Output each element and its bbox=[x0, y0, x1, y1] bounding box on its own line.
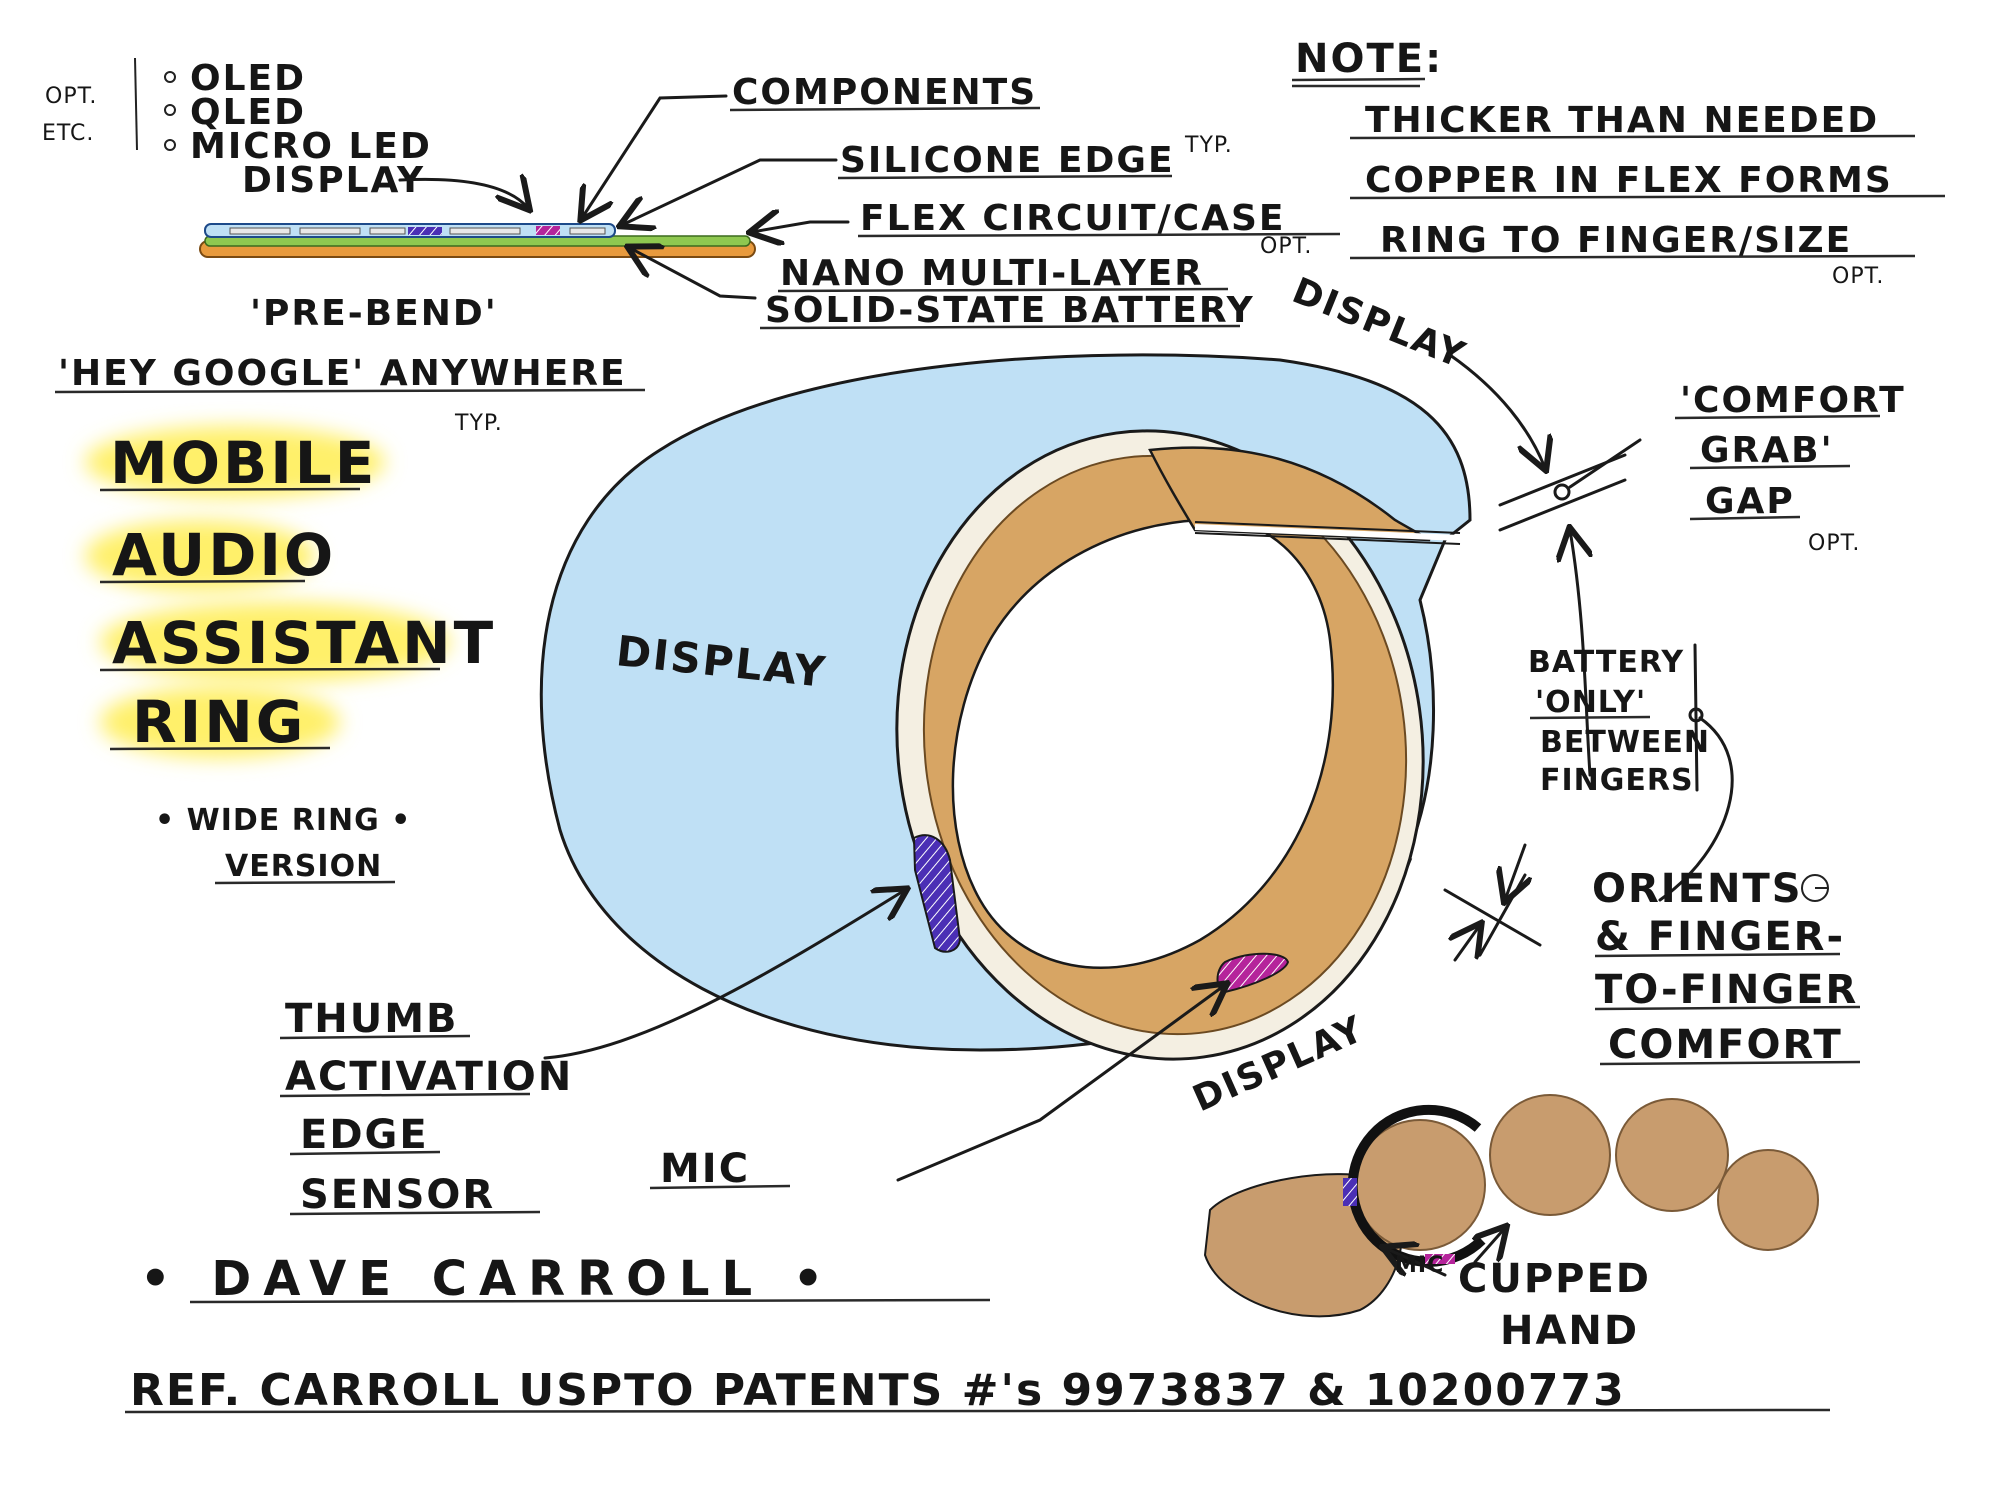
comfort-label-2: GRAB' bbox=[1700, 430, 1834, 471]
battery-only-2: 'ONLY' bbox=[1535, 685, 1646, 720]
hey-google-label: 'HEY GOOGLE' ANYWHERE bbox=[58, 353, 627, 394]
etc-side-note: ETC. bbox=[42, 121, 94, 146]
gap-dimension-line bbox=[1498, 478, 1627, 532]
orients-label-3: TO-FINGER bbox=[1595, 967, 1858, 1013]
note-title: NOTE: bbox=[1295, 36, 1443, 82]
comfort-gap-flap bbox=[1148, 446, 1431, 542]
sensor-component bbox=[408, 227, 442, 235]
mic-component bbox=[536, 226, 560, 235]
title-assistant: ASSISTANT bbox=[112, 609, 496, 677]
options-bracket bbox=[134, 57, 138, 151]
battery-label-line2: SOLID-STATE BATTERY bbox=[765, 290, 1255, 331]
flex-circuit-label: FLEX CIRCUIT/CASE bbox=[860, 198, 1286, 239]
note-opt: OPT. bbox=[1832, 264, 1884, 289]
battery-leader bbox=[630, 248, 757, 300]
bullet-icon bbox=[164, 139, 176, 151]
lower-gap-dimension bbox=[1443, 888, 1542, 947]
display-top-right-arrow bbox=[1448, 353, 1545, 468]
battery-bracket bbox=[1693, 643, 1699, 792]
battery-marker-icon bbox=[1688, 707, 1704, 723]
note-line-1: THICKER THAN NEEDED bbox=[1365, 100, 1879, 141]
battery-only-3: BETWEEN bbox=[1540, 725, 1710, 760]
option-oled: OLED bbox=[190, 58, 306, 99]
comfort-opt: OPT. bbox=[1808, 531, 1860, 556]
wide-ring-illustration bbox=[539, 353, 1472, 1061]
finger-circle bbox=[1489, 1094, 1611, 1216]
note-line-2: COPPER IN FLEX FORMS bbox=[1365, 160, 1893, 201]
cupped-mic-label: MIC bbox=[1395, 1253, 1444, 1278]
title-ring: RING bbox=[132, 688, 306, 756]
finger-circle bbox=[1717, 1149, 1819, 1251]
flex-opt-note: OPT. bbox=[1260, 234, 1312, 259]
cupped-label-2: HAND bbox=[1500, 1308, 1639, 1354]
orients-label-1: ORIENTS bbox=[1592, 866, 1803, 912]
product-title: MOBILE AUDIO ASSISTANT RING bbox=[85, 426, 496, 758]
signature: • DAVE CARROLL • bbox=[140, 1251, 835, 1307]
bullet-icon bbox=[164, 71, 176, 83]
thumb-label-1: THUMB bbox=[285, 996, 459, 1042]
display-leader-arrow bbox=[398, 179, 528, 208]
thumb-label-4: SENSOR bbox=[300, 1172, 495, 1218]
comfort-label-1: 'COMFORT bbox=[1680, 380, 1906, 421]
hey-google-typ: TYP. bbox=[454, 411, 503, 436]
mini-sensor bbox=[1343, 1178, 1357, 1206]
cupped-label-1: CUPPED bbox=[1458, 1256, 1651, 1302]
thumb-label-3: EDGE bbox=[300, 1112, 429, 1158]
battery-only-1: BATTERY bbox=[1528, 645, 1684, 680]
note-line-3: RING TO FINGER/SIZE bbox=[1380, 220, 1852, 261]
option-qled: QLED bbox=[190, 92, 306, 133]
gap-up-arrow bbox=[1570, 530, 1590, 777]
battery-only-4: FINGERS bbox=[1540, 763, 1694, 798]
display-top-right-label: DISPLAY bbox=[1287, 270, 1472, 377]
thumb-label-2: ACTIVATION bbox=[285, 1054, 573, 1100]
display-option-label: DISPLAY bbox=[242, 160, 425, 201]
bullet-icon bbox=[164, 104, 176, 116]
battery-label-line1: NANO MULTI-LAYER bbox=[780, 253, 1204, 294]
patent-reference: REF. CARROLL USPTO PATENTS #'s 9973837 &… bbox=[130, 1365, 1626, 1416]
mini-mic bbox=[1425, 1254, 1455, 1264]
cross-section-strip bbox=[199, 223, 756, 258]
thumb-edge-sensor bbox=[912, 834, 962, 953]
silicone-edge-label: SILICONE EDGE bbox=[840, 140, 1175, 181]
components-leader bbox=[582, 94, 728, 218]
option-micro-led: MICRO LED bbox=[190, 126, 432, 167]
orients-label-2: & FINGER- bbox=[1595, 914, 1845, 960]
mic-leader bbox=[896, 985, 1225, 1182]
wide-ring-line2: VERSION bbox=[225, 849, 382, 884]
battery-leader bbox=[1658, 716, 1734, 902]
orients-label-4: COMFORT bbox=[1608, 1022, 1843, 1068]
components-label: COMPONENTS bbox=[732, 72, 1037, 113]
pre-bend-label: 'PRE-BEND' bbox=[250, 293, 498, 334]
gap-marker-icon bbox=[1553, 483, 1571, 501]
comfort-label-3: GAP bbox=[1705, 481, 1795, 522]
opt-side-note: OPT. bbox=[45, 84, 97, 109]
comfort-leader bbox=[1568, 438, 1642, 489]
finger-opening bbox=[951, 517, 1334, 969]
silicone-typ-note: TYP. bbox=[1184, 133, 1233, 158]
thumb-sensor-leader bbox=[543, 890, 905, 1060]
silicone-leader bbox=[622, 158, 838, 225]
finger-circle bbox=[1615, 1098, 1729, 1212]
wide-ring-line1: • WIDE RING • bbox=[155, 803, 411, 838]
title-mobile: MOBILE bbox=[110, 429, 377, 497]
title-audio: AUDIO bbox=[112, 521, 336, 589]
flex-leader bbox=[752, 222, 850, 232]
mic-label: MIC bbox=[660, 1146, 750, 1192]
